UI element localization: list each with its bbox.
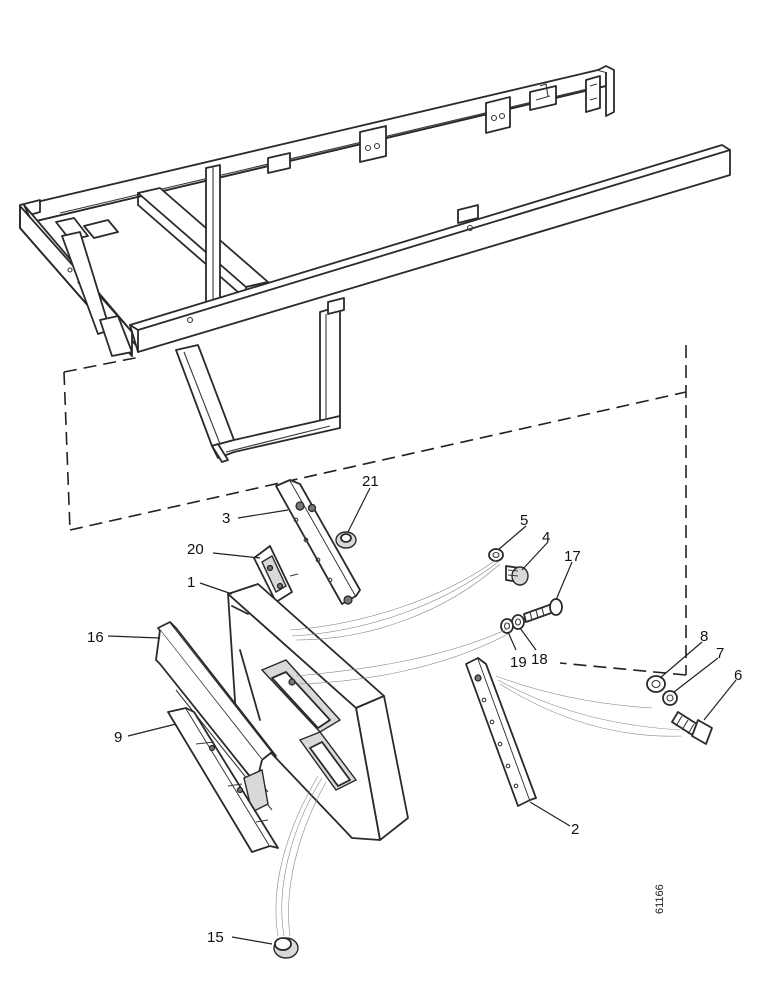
bracket-part-3 — [275, 479, 361, 605]
back-plate-part-9 — [167, 707, 279, 853]
bolt-part-4 — [505, 565, 529, 586]
nut-part-21 — [335, 531, 357, 549]
bolt-part-6 — [671, 711, 713, 745]
callout-7: 7 — [716, 645, 724, 662]
callout-leaders — [107, 487, 737, 945]
callout-9: 9 — [114, 729, 122, 746]
grille-surround-part-1 — [227, 583, 409, 841]
callout-6: 6 — [734, 667, 742, 684]
callout-15: 15 — [207, 929, 224, 946]
callout-17: 17 — [564, 548, 581, 565]
assembly-outline-dashed — [63, 345, 687, 676]
callout-8: 8 — [700, 628, 708, 645]
washer-part-5 — [488, 548, 504, 562]
washer-part-8 — [646, 675, 666, 693]
assembly-fan-lines — [275, 559, 683, 937]
callout-1: 1 — [187, 574, 195, 591]
callout-16: 16 — [87, 629, 104, 646]
bolt-part-17 — [523, 598, 563, 623]
callout-19: 19 — [510, 654, 527, 671]
bracket-part-2 — [465, 657, 537, 807]
plug-part-15 — [273, 937, 299, 959]
callout-4: 4 — [542, 529, 550, 546]
callout-5: 5 — [520, 512, 528, 529]
chassis-frame — [19, 65, 731, 463]
washer-part-7 — [662, 690, 678, 706]
drawing-reference-code: 61166 — [654, 884, 666, 914]
callout-2: 2 — [571, 821, 579, 838]
callout-18: 18 — [531, 651, 548, 668]
grille-insert-part-16 — [155, 621, 277, 814]
plate-part-20 — [253, 545, 299, 603]
callout-20: 20 — [187, 541, 204, 558]
washer-part-19 — [500, 618, 514, 634]
callout-3: 3 — [222, 510, 230, 527]
callout-labels: 3 21 20 1 5 4 17 19 18 16 9 8 7 6 2 15 — [87, 473, 742, 946]
callout-21: 21 — [362, 473, 379, 490]
